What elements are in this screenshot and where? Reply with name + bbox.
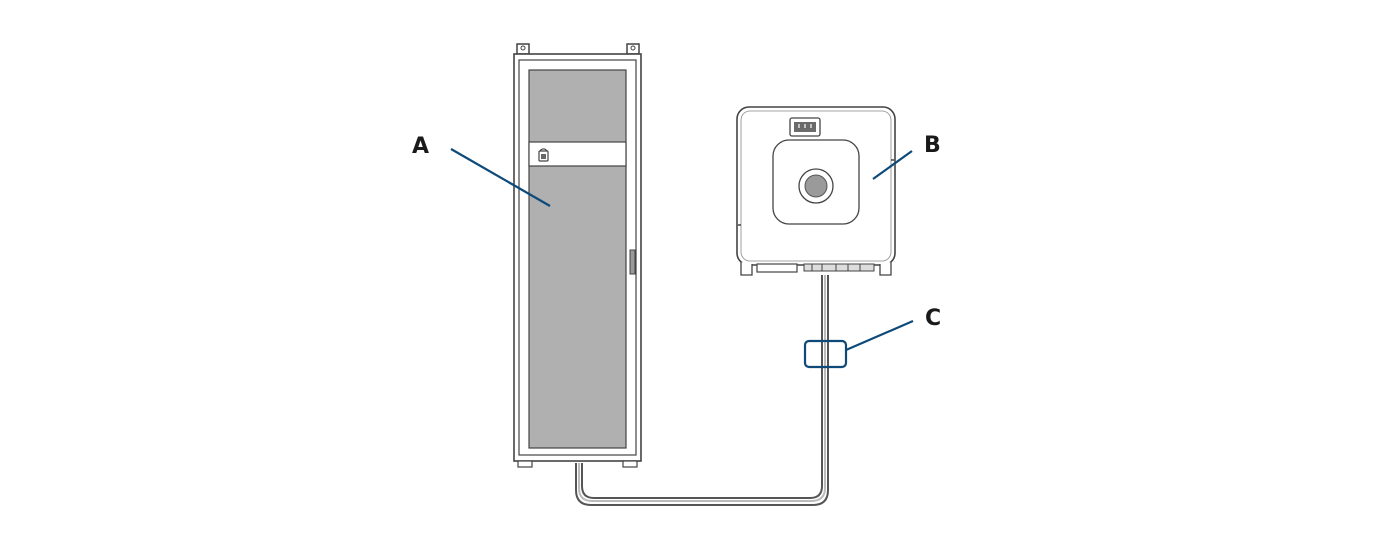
display-icon [789, 117, 821, 137]
cable-outer [575, 275, 829, 506]
inverter-knob [798, 168, 834, 204]
cable-core [578, 275, 826, 502]
connection-cable [575, 275, 829, 506]
cabinet-door-handle [629, 249, 636, 275]
cabinet-mount-hole-right [630, 45, 636, 51]
label-b: B [924, 133, 941, 158]
battery-cabinet [513, 43, 642, 468]
cabinet-door-panel [528, 69, 627, 449]
cabinet-mount-hole-left [520, 45, 526, 51]
leader-line-b [872, 150, 913, 180]
leader-line-c [845, 319, 914, 352]
cabinet-foot-left [517, 460, 533, 468]
label-c: C [925, 306, 941, 331]
label-a: A [412, 134, 429, 159]
lock-icon [538, 148, 549, 162]
leader-line-a [450, 148, 551, 207]
inverter-feet [740, 262, 892, 276]
cable-highlight-box [803, 339, 848, 369]
cable-inner [581, 275, 823, 499]
inverter [736, 106, 896, 276]
cabinet-foot-right [622, 460, 638, 468]
